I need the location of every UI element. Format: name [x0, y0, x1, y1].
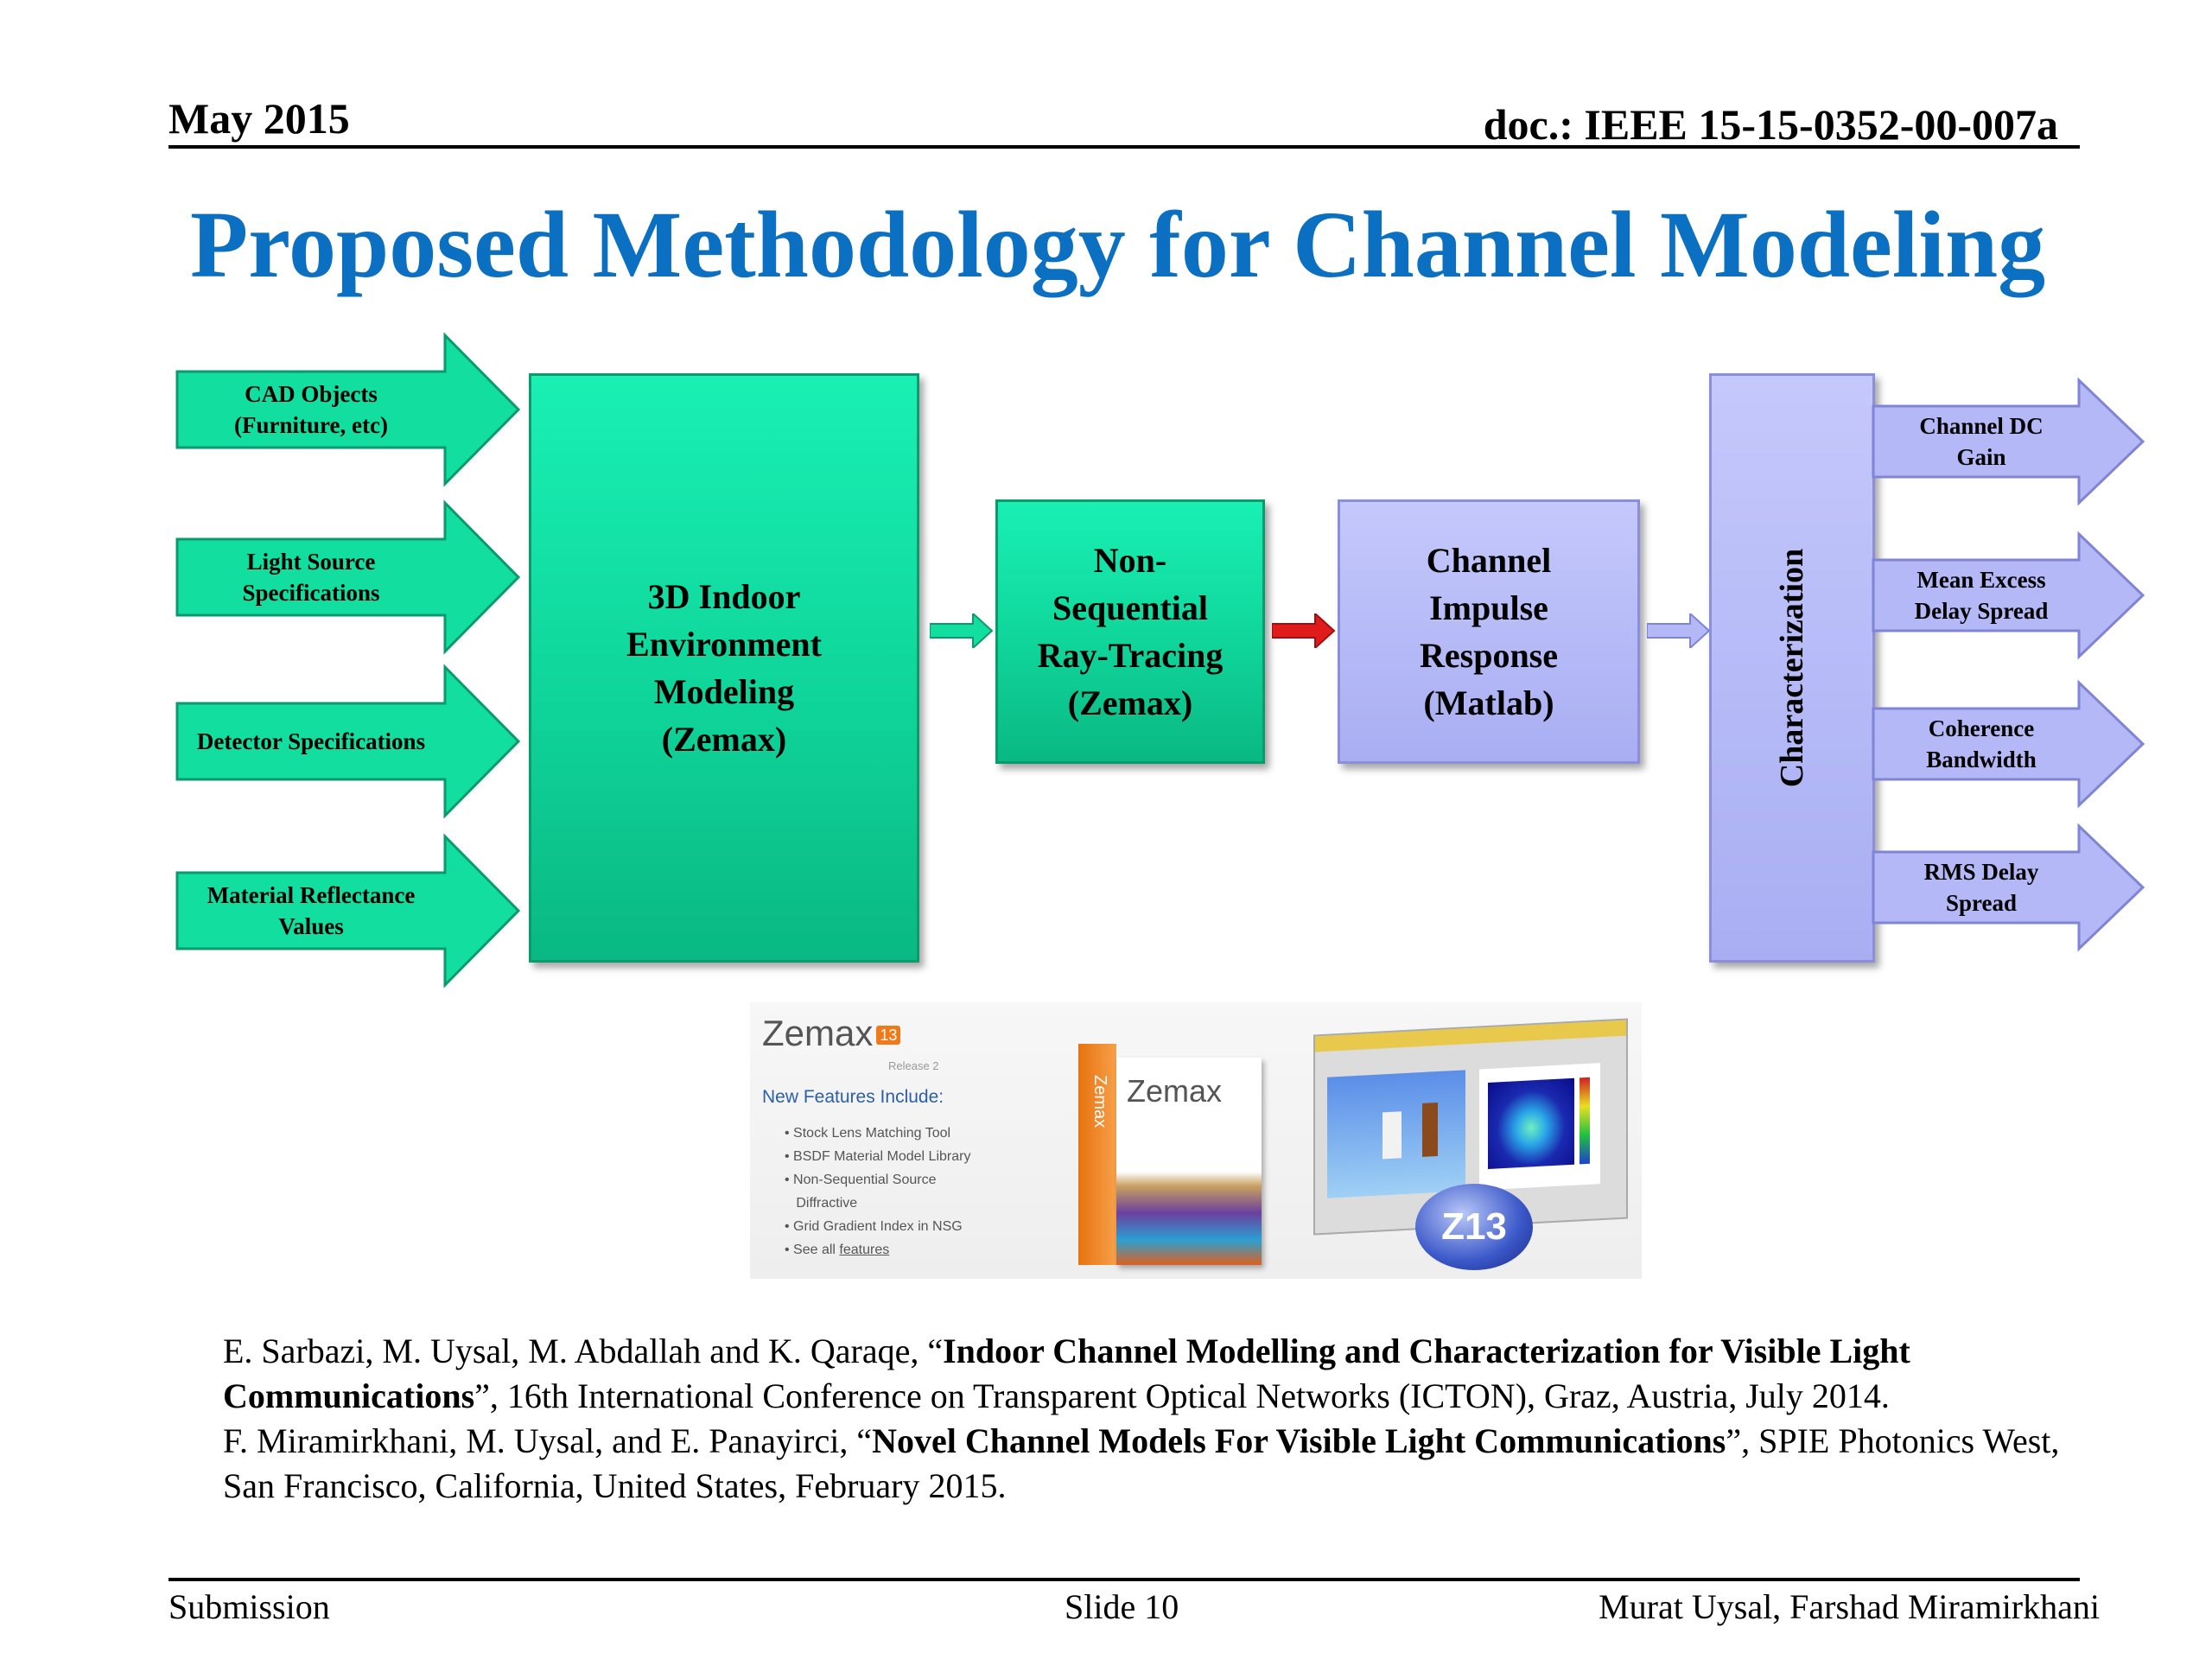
footer-authors: Murat Uysal, Farshad Miramirkhani: [1599, 1587, 2100, 1626]
header-date: May 2015: [168, 94, 350, 143]
connector-arrow-3: [1647, 613, 1711, 648]
footer-rule: [168, 1578, 2080, 1581]
references: E. Sarbazi, M. Uysal, M. Abdallah and K.…: [223, 1329, 2072, 1509]
product-box-front: Zemax: [1116, 1058, 1262, 1265]
header-rule: [168, 145, 2080, 149]
characterization-block: Characterization: [1709, 373, 1875, 963]
connector-arrow-2: [1272, 613, 1336, 648]
see-all-features-link[interactable]: features: [839, 1243, 890, 1257]
ray-tracing-block: Non- Sequential Ray-Tracing (Zemax): [995, 499, 1265, 764]
impulse-response-block: Channel Impulse Response (Matlab): [1338, 499, 1640, 764]
features-title: New Features Include:: [762, 1087, 944, 1107]
footer-submission: Submission: [168, 1587, 330, 1626]
input-label-cad: CAD Objects(Furniture, etc): [234, 381, 388, 438]
header-doc-id: doc.: IEEE 15-15-0352-00-007a: [1483, 100, 2058, 149]
slide-title: Proposed Methodology for Channel Modelin…: [190, 192, 2046, 297]
product-box-side: Zemax: [1078, 1044, 1116, 1265]
characterization-label: Characterization: [1774, 548, 1810, 788]
features-list: • Stock Lens Matching Tool • BSDF Materi…: [785, 1126, 971, 1257]
input-label-detector: Detector Specifications: [196, 728, 426, 754]
reference-2: F. Miramirkhani, M. Uysal, and E. Panayi…: [223, 1421, 2060, 1505]
footer-slide-number: Slide 10: [1065, 1587, 1179, 1626]
connector-arrow-1: [930, 613, 994, 648]
input-arrow-cad: CAD Objects(Furniture, etc): [175, 332, 521, 487]
zemax-release: Release 2: [888, 1059, 939, 1072]
input-arrow-detector: Detector Specifications: [175, 664, 521, 819]
env-modeling-block: 3D Indoor Environment Modeling (Zemax): [529, 373, 919, 963]
z13-badge: Z13: [1415, 1184, 1533, 1270]
reference-1: E. Sarbazi, M. Uysal, M. Abdallah and K.…: [223, 1332, 1910, 1415]
